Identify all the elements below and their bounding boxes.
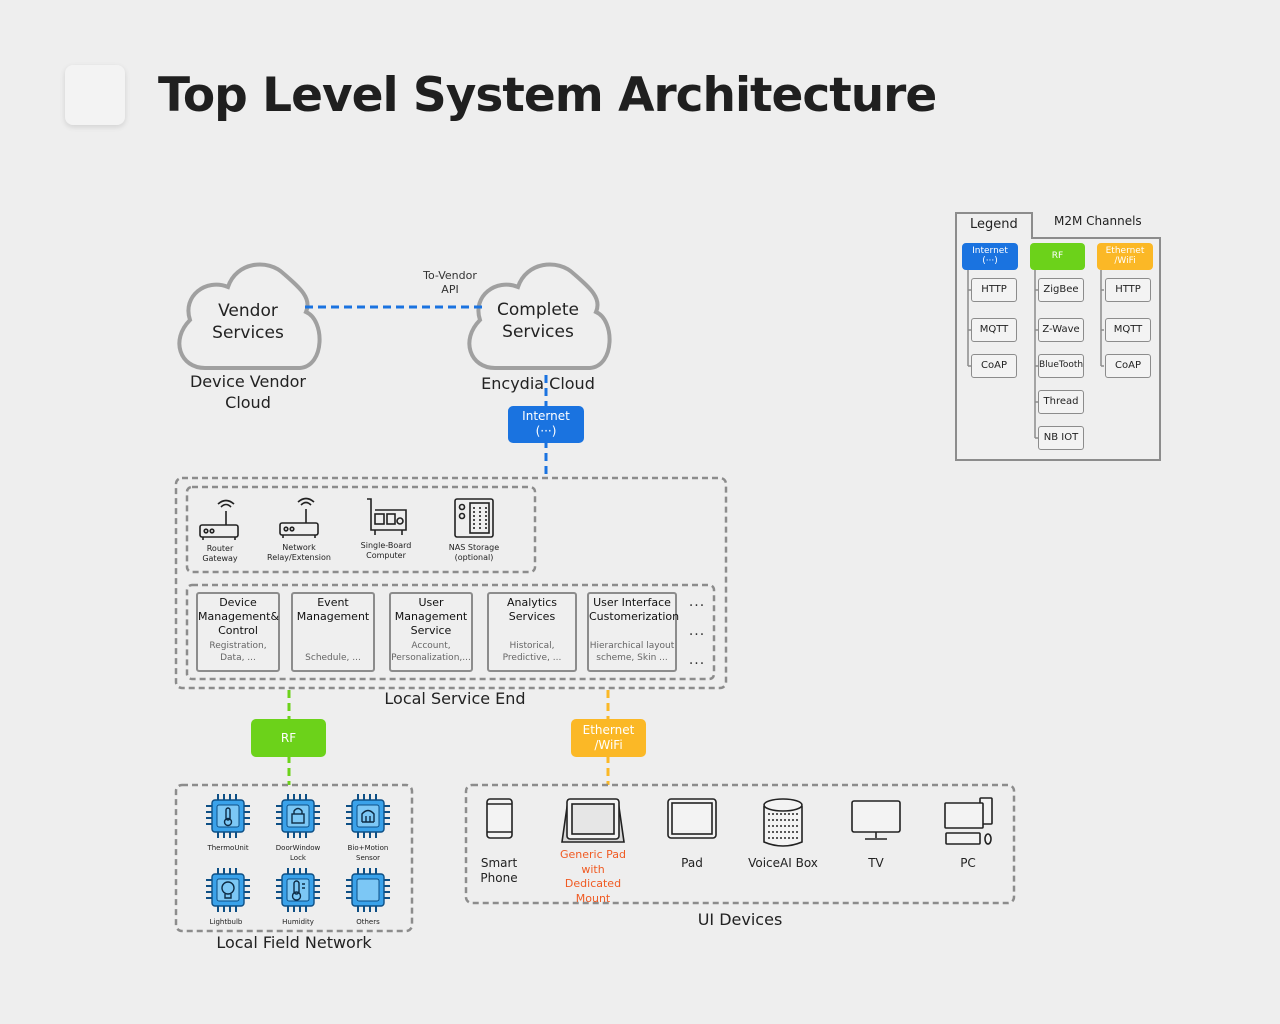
chip-icon: [345, 867, 391, 913]
humidity-label: Humidity: [282, 918, 314, 926]
smartphone-icon: [486, 798, 513, 839]
service-title: Analytics Services: [507, 596, 557, 623]
bio-motion-sensor-label: Bio+Motion Sensor: [347, 844, 389, 862]
voiceai-box-label: VoiceAI Box: [748, 856, 818, 870]
ethernet-connector: Ethernet /WiFi: [571, 719, 646, 757]
legend-rf-bluetooth: BlueTooth: [1038, 354, 1084, 378]
generic-pad-label: Generic Pad with Dedicated Mount: [559, 848, 627, 905]
legend-internet-http: HTTP: [971, 278, 1017, 302]
local-service-end-frame: [174, 476, 728, 690]
complete-services-label: Complete Services: [497, 300, 579, 342]
services-frame: [185, 583, 716, 681]
lightbulb-label: Lightbulb: [209, 918, 243, 926]
smart-phone-label: Smart Phone: [480, 856, 518, 885]
legend-ethernet-header: Ethernet /WiFi: [1097, 243, 1153, 270]
legend-internet-mqtt: MQTT: [971, 318, 1017, 342]
page-title: Top Level System Architecture: [158, 68, 937, 123]
legend-ethernet-coap: CoAP: [1105, 354, 1151, 378]
legend-tab-label: Legend: [970, 217, 1018, 232]
service-subtitle: Registration, Data, ...: [209, 641, 267, 663]
encydia-cloud-caption: Encydia Cloud: [481, 374, 595, 393]
tv-icon: [851, 800, 901, 840]
analytics-service: Analytics Services Historical, Predictiv…: [487, 592, 577, 672]
single-board-computer-label: Single-Board Computer: [360, 541, 412, 560]
service-title: Event Management: [296, 596, 370, 623]
legend-ethernet-http: HTTP: [1105, 278, 1151, 302]
service-subtitle: Hierarchical layout scheme, Skin ...: [589, 641, 675, 663]
legend-tree-lines: [967, 270, 1104, 439]
service-title: Device Management& Control: [198, 596, 280, 637]
vendor-services-label: Vendor Services: [212, 301, 284, 343]
legend-internet-header: Internet (···): [962, 243, 1018, 270]
smart-speaker-icon: [763, 798, 803, 847]
hardware-frame: [185, 485, 537, 574]
complete-cloud-shape: [467, 262, 612, 370]
router-icon: [279, 497, 319, 538]
lightbulb-chip-icon: [205, 867, 251, 913]
tablet-mount-icon: [561, 798, 625, 843]
pc-icon: [944, 797, 993, 845]
thermounit-label: ThermoUnit: [207, 844, 249, 852]
device-management-service: Device Management& Control Registration,…: [196, 592, 280, 672]
legend-rf-zigbee: ZigBee: [1038, 278, 1084, 302]
legend-internet-coap: CoAP: [971, 354, 1017, 378]
nas-storage-label: NAS Storage (optional): [448, 543, 500, 562]
internet-connector: Internet (···): [508, 406, 584, 443]
thermometer-chip-icon: [205, 793, 251, 839]
user-management-service: User Management Service Account, Persona…: [389, 592, 473, 672]
title-badge: [65, 65, 125, 125]
legend-rf-header: RF: [1030, 243, 1085, 270]
pad-label: Pad: [681, 856, 703, 870]
humidity-chip-icon: [275, 867, 321, 913]
lock-chip-icon: [275, 793, 321, 839]
ui-devices-label: UI Devices: [697, 910, 783, 929]
legend-rf-zwave: Z-Wave: [1038, 318, 1084, 342]
pc-label: PC: [960, 856, 976, 870]
router-gateway-label: Router Gateway: [202, 544, 238, 563]
nas-icon: [454, 498, 494, 538]
router-icon: [199, 499, 239, 540]
legend-rf-nbiot: NB IOT: [1038, 426, 1084, 450]
rf-connector: RF: [251, 719, 326, 757]
more-services-ellipsis: ... ... ...: [686, 588, 708, 675]
motion-sensor-chip-icon: [345, 793, 391, 839]
ellipsis-1: ...: [688, 594, 706, 610]
service-subtitle: Historical, Predictive, ...: [502, 641, 562, 663]
legend-rf-thread: Thread: [1038, 390, 1084, 414]
field-network-frame: [174, 783, 414, 933]
others-label: Others: [356, 918, 380, 926]
service-subtitle: Account, Personalization,...: [391, 641, 471, 663]
legend-ethernet-mqtt: MQTT: [1105, 318, 1151, 342]
network-relay-label: Network Relay/Extension: [267, 543, 331, 562]
local-field-network-label: Local Field Network: [216, 933, 372, 952]
local-service-end-label: Local Service End: [384, 689, 526, 708]
circuit-board-icon: [367, 498, 407, 535]
device-vendor-cloud-caption: Device Vendor Cloud: [189, 372, 306, 412]
ellipsis-3: ...: [688, 652, 706, 668]
service-subtitle: Schedule, ...: [305, 653, 361, 663]
service-title: User Interface Customerization: [589, 596, 680, 623]
service-title: User Management Service: [394, 596, 468, 637]
vendor-cloud-shape: [177, 262, 322, 370]
tv-label: TV: [868, 856, 884, 870]
tablet-icon: [667, 798, 717, 839]
legend-title: M2M Channels: [1054, 214, 1142, 228]
ui-customerization-service: User Interface Customerization Hierarchi…: [587, 592, 680, 672]
event-management-service: Event Management Schedule, ...: [291, 592, 375, 672]
doorwindow-lock-label: DoorWindow Lock: [275, 844, 321, 862]
to-vendor-api-label: To-Vendor API: [423, 269, 477, 296]
ellipsis-2: ...: [688, 623, 706, 639]
